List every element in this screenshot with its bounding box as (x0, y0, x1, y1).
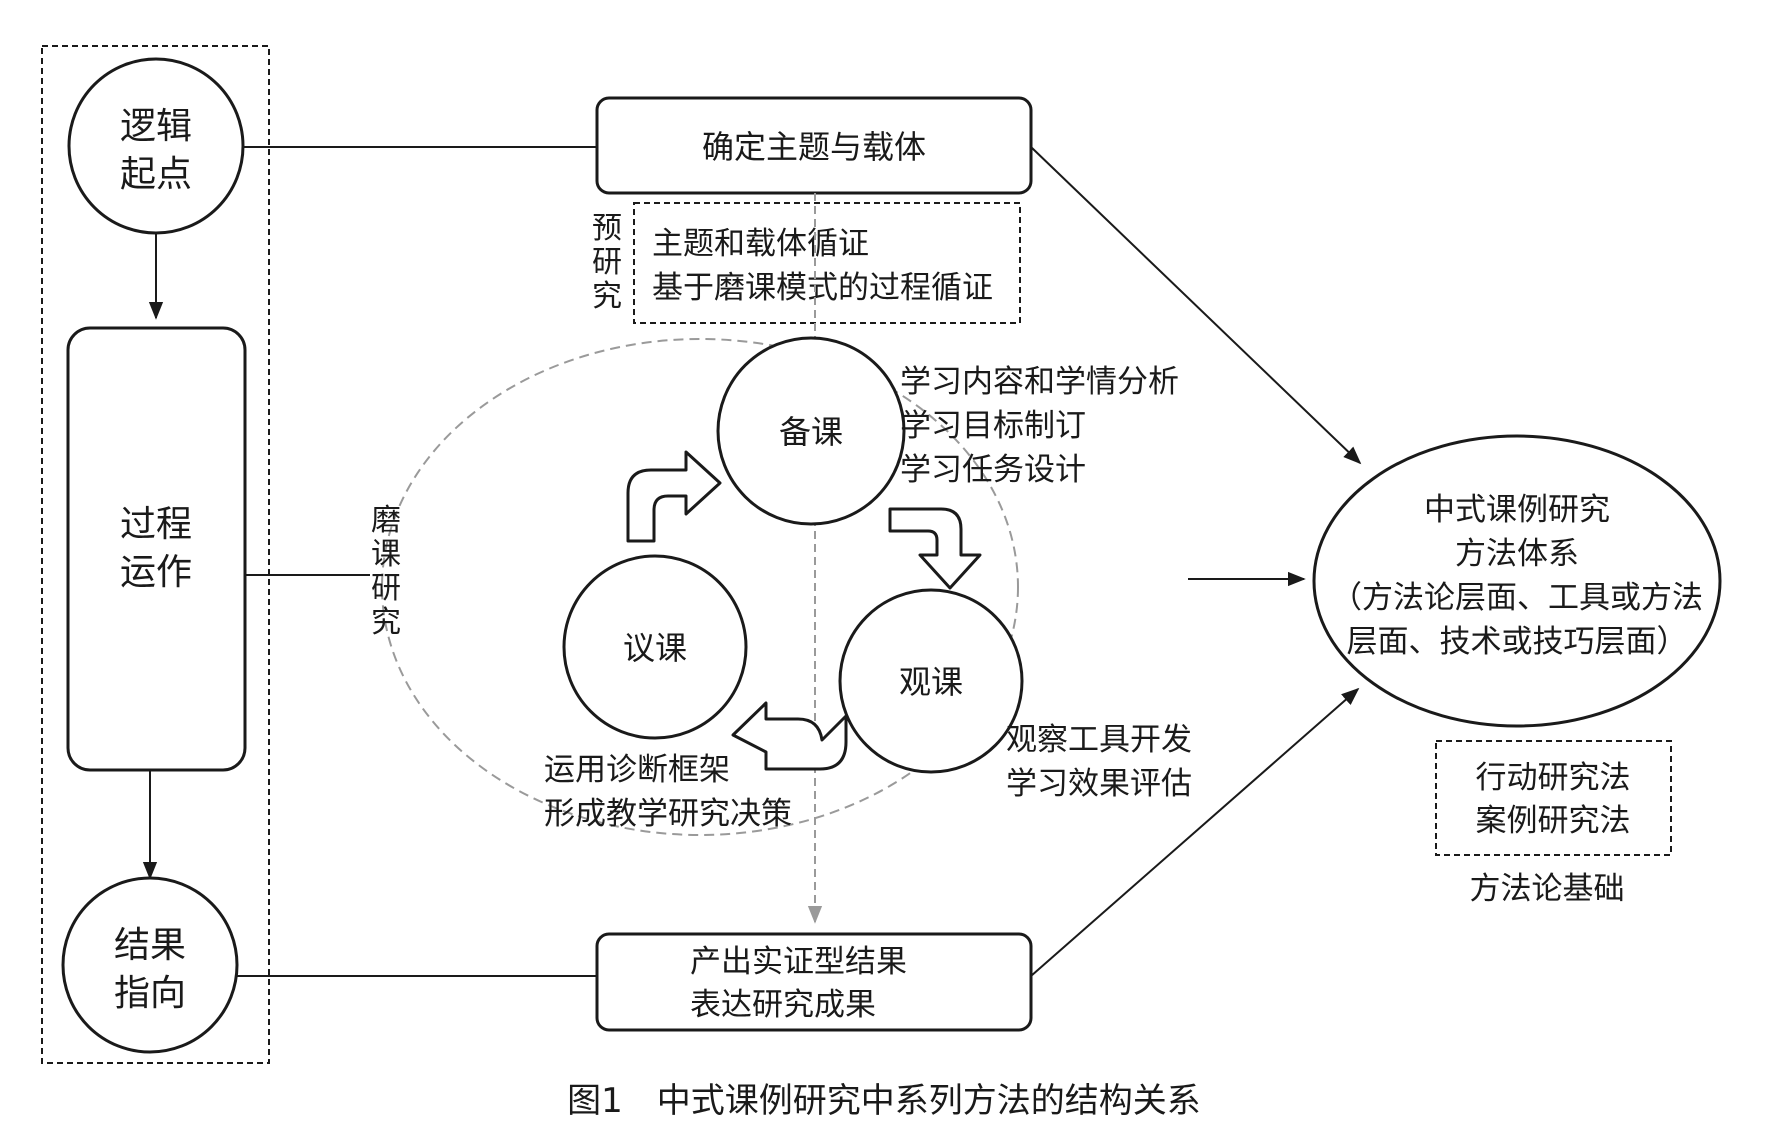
top-box: 确定主题与载体 (595, 96, 1033, 195)
discuss-note-2: 形成教学研究决策 (544, 796, 792, 832)
method-system-node: 中式课例研究 方法体系 （方法论层面、工具或方法 层面、技术或技巧层面） (1312, 434, 1722, 728)
observe-note-1: 观察工具开发 (1006, 722, 1192, 758)
observe-notes: 观察工具开发 学习效果评估 (1006, 722, 1192, 802)
polishing-ellipse (381, 338, 1019, 836)
arrow-top-box-to-system (1030, 146, 1362, 465)
prepare-lesson-label: 备课 (779, 413, 843, 451)
bottom-box-line-1: 产出实证型结果 (690, 944, 907, 980)
cycle-arrow-prepare-to-observe (888, 507, 982, 590)
prepare-note-1: 学习内容和学情分析 (900, 364, 1179, 400)
polishing-char-2: 课 (371, 537, 401, 572)
system-line-3: （方法论层面、工具或方法 (1331, 580, 1703, 616)
process-line-2: 运作 (120, 552, 192, 593)
observe-lesson-node: 观课 (838, 588, 1024, 774)
prepare-note-2: 学习目标制订 (900, 408, 1086, 444)
polishing-char-4: 究 (371, 605, 401, 640)
discuss-lesson-node: 议课 (562, 554, 748, 740)
logic-start-line-1: 逻辑 (120, 106, 192, 147)
result-line-2: 指向 (114, 973, 186, 1014)
polishing-char-1: 磨 (371, 503, 401, 538)
polishing-label: 磨 课 研 究 (371, 503, 401, 640)
pre-research-label: 预 研 究 (592, 211, 622, 314)
pre-research-char-3: 究 (592, 279, 622, 314)
process-line-1: 过程 (120, 504, 192, 545)
pre-research-line-1: 主题和载体循证 (652, 226, 869, 262)
polishing-char-3: 研 (371, 571, 401, 606)
cycle-arrow-discuss-to-prepare (626, 450, 722, 543)
methods-box: 行动研究法 案例研究法 (1435, 740, 1672, 856)
figure-caption: 图1 中式课例研究中系列方法的结构关系 (567, 1081, 1201, 1121)
logic-start-node: 逻辑 起点 (67, 57, 245, 235)
system-line-1: 中式课例研究 (1424, 492, 1610, 528)
result-node: 结果 指向 (61, 876, 239, 1054)
logic-start-line-2: 起点 (120, 154, 192, 195)
prepare-note-3: 学习任务设计 (900, 452, 1086, 488)
bottom-box: 产出实证型结果 表达研究成果 (595, 932, 1033, 1032)
prepare-notes: 学习内容和学情分析 学习目标制订 学习任务设计 (900, 364, 1179, 488)
top-box-label: 确定主题与载体 (702, 128, 926, 166)
system-line-4: 层面、技术或技巧层面） (1347, 624, 1688, 660)
observe-lesson-label: 观课 (899, 663, 963, 701)
methods-caption: 方法论基础 (1470, 871, 1625, 907)
methods-line-1: 行动研究法 (1476, 760, 1631, 796)
arrow-bottom-box-to-system (1030, 687, 1360, 977)
methods-line-2: 案例研究法 (1476, 803, 1631, 839)
prepare-lesson-node: 备课 (716, 336, 906, 526)
left-column-frame (41, 45, 270, 1064)
pre-research-box: 主题和载体循证 基于磨课模式的过程循证 (633, 202, 1021, 324)
bottom-box-line-2: 表达研究成果 (690, 987, 876, 1023)
pre-research-char-1: 预 (592, 211, 622, 246)
system-line-2: 方法体系 (1455, 536, 1579, 572)
discuss-lesson-label: 议课 (623, 629, 687, 667)
result-line-1: 结果 (114, 925, 186, 966)
observe-note-2: 学习效果评估 (1006, 766, 1192, 802)
cycle-arrow-observe-to-discuss (731, 701, 848, 771)
pre-research-char-2: 研 (592, 245, 622, 280)
discuss-notes: 运用诊断框架 形成教学研究决策 (544, 752, 792, 832)
pre-research-line-2: 基于磨课模式的过程循证 (652, 270, 993, 306)
process-node: 过程 运作 (66, 326, 247, 772)
discuss-note-1: 运用诊断框架 (544, 752, 730, 788)
